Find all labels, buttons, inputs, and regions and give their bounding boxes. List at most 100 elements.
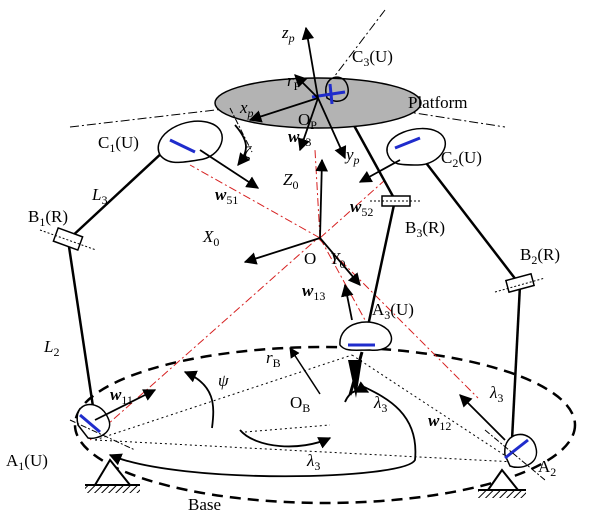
platform-radius-sub: P (294, 79, 301, 93)
joint-b3-index: 3 (416, 226, 422, 240)
base-origin-letter: O (290, 393, 302, 412)
angle-lambda-right-label: λ3 (489, 383, 503, 405)
vector-w11-label: w11 (110, 385, 133, 407)
joint-b1-index: 1 (39, 215, 45, 229)
joint-a1-type: (U) (24, 451, 48, 470)
joint-a3-type: (U) (390, 300, 414, 319)
vector-w52-label: w52 (350, 197, 373, 219)
global-y-label: Y0 (330, 249, 345, 271)
joint-c3-letter: C (352, 47, 363, 66)
base-radius-label: rB (266, 348, 281, 370)
joint-c2-letter: C (441, 148, 452, 167)
platform-y-label: yp (344, 145, 360, 167)
joint-c2-index: 2 (452, 156, 458, 170)
link-l2-sub: 2 (53, 345, 59, 359)
ground-supports (85, 458, 526, 498)
joint-c2-type: (U) (458, 148, 482, 167)
blue-joint-axes (79, 83, 529, 460)
joint-a1-index: 1 (18, 459, 24, 473)
global-z-sub: 0 (292, 178, 298, 192)
joint-c1-index: 1 (109, 141, 115, 155)
link-l3-letter: L (91, 185, 101, 204)
vector-w13-sub: 13 (313, 289, 325, 303)
joint-c1-letter: C (98, 133, 109, 152)
vector-w13-label: w13 (302, 281, 325, 303)
platform-origin-label: OP (298, 110, 317, 132)
joint-c3-label: C3(U) (352, 47, 393, 69)
angle-psi-label: ψ (218, 371, 229, 390)
joint-a1-letter: A (6, 451, 19, 470)
angle-lambda-inner-label: λ3 (373, 393, 387, 415)
vector-w51-letter: w (215, 185, 227, 204)
angle-lambda-bottom-letter: λ (306, 451, 314, 470)
joint-c3-index: 3 (363, 55, 369, 69)
vector-w51-sub: 51 (226, 193, 238, 207)
platform-z-label: zp (281, 23, 295, 45)
joint-b2-index: 2 (531, 253, 537, 267)
angle-lambda-bottom-sub: 3 (314, 459, 320, 473)
link-l2-letter: L (43, 337, 53, 356)
angle-lambda-right-letter: λ (489, 383, 497, 402)
vector-arrows (94, 26, 506, 478)
global-origin-label: O (304, 249, 316, 268)
vector-w51-label: w51 (215, 185, 238, 207)
platform-radius-letter: r (287, 71, 294, 90)
link-l3-label: L3 (91, 185, 107, 207)
angle-zeta-label: ζ (244, 143, 252, 162)
platform-origin-sub: P (310, 118, 317, 132)
construction-lines (89, 149, 479, 441)
platform-x-sub: p (247, 106, 254, 120)
base-triangle (94, 354, 516, 463)
global-x-letter: X (202, 227, 214, 246)
joint-b2-label: B2(R) (520, 245, 560, 267)
vector-w12-label: w12 (428, 411, 451, 433)
base-radius-arrow (289, 347, 321, 395)
platform-x-label: xp (239, 98, 254, 120)
global-x-label: X0 (202, 227, 219, 249)
angle-lambda-right-sub: 3 (497, 391, 503, 405)
joint-c1-type: (U) (115, 133, 139, 152)
global-z-letter: Z (283, 170, 293, 189)
base-origin-label: OB (290, 393, 310, 415)
platform-radius-label: rP (287, 71, 301, 93)
vector-w11-sub: 11 (121, 393, 133, 407)
joint-b3-letter: B (405, 218, 416, 237)
global-x-sub: 0 (213, 235, 219, 249)
vector-w12-letter: w (428, 411, 440, 430)
platform-z-letter: z (281, 23, 289, 42)
joint-a2-letter: A (538, 457, 551, 476)
global-y-sub: 0 (339, 257, 345, 271)
joint-a3-index: 3 (384, 308, 390, 322)
base-label: Base (188, 495, 221, 514)
angle-lambda-bottom-label: λ3 (306, 451, 320, 473)
base-radius-letter: r (266, 348, 273, 367)
joint-a2-index: 2 (550, 465, 556, 479)
platform-y-letter: y (344, 145, 354, 164)
joint-b2-letter: B (520, 245, 531, 264)
vector-w12-sub: 12 (439, 419, 451, 433)
joint-c2-label: C2(U) (441, 148, 482, 170)
joint-a2-label: A2 (538, 457, 556, 479)
joint-axis-lines (69, 107, 546, 481)
platform-x-letter: x (239, 98, 248, 117)
joint-b3-label: B3(R) (405, 218, 445, 240)
joint-b1-letter: B (28, 207, 39, 226)
joint-b2-type: (R) (537, 245, 560, 264)
joint-a3-letter: A (372, 300, 385, 319)
link-l3-sub: 3 (101, 193, 107, 207)
a3-stand (348, 351, 364, 398)
global-z-label: Z0 (283, 170, 298, 192)
joint-a1-label: A1(U) (6, 451, 48, 473)
platform-origin-letter: O (298, 110, 310, 129)
vector-w53-letter: w (288, 127, 300, 146)
joint-bodies (76, 76, 538, 469)
vector-w53-label: w53 (288, 127, 311, 149)
base-origin-sub: B (302, 401, 310, 415)
global-y-letter: Y (330, 249, 341, 268)
vector-w52-sub: 52 (361, 205, 373, 219)
platform-label: Platform (408, 93, 468, 112)
joint-c1-label: C1(U) (98, 133, 139, 155)
vector-w11-letter: w (110, 385, 122, 404)
platform-z-sub: p (288, 31, 295, 45)
